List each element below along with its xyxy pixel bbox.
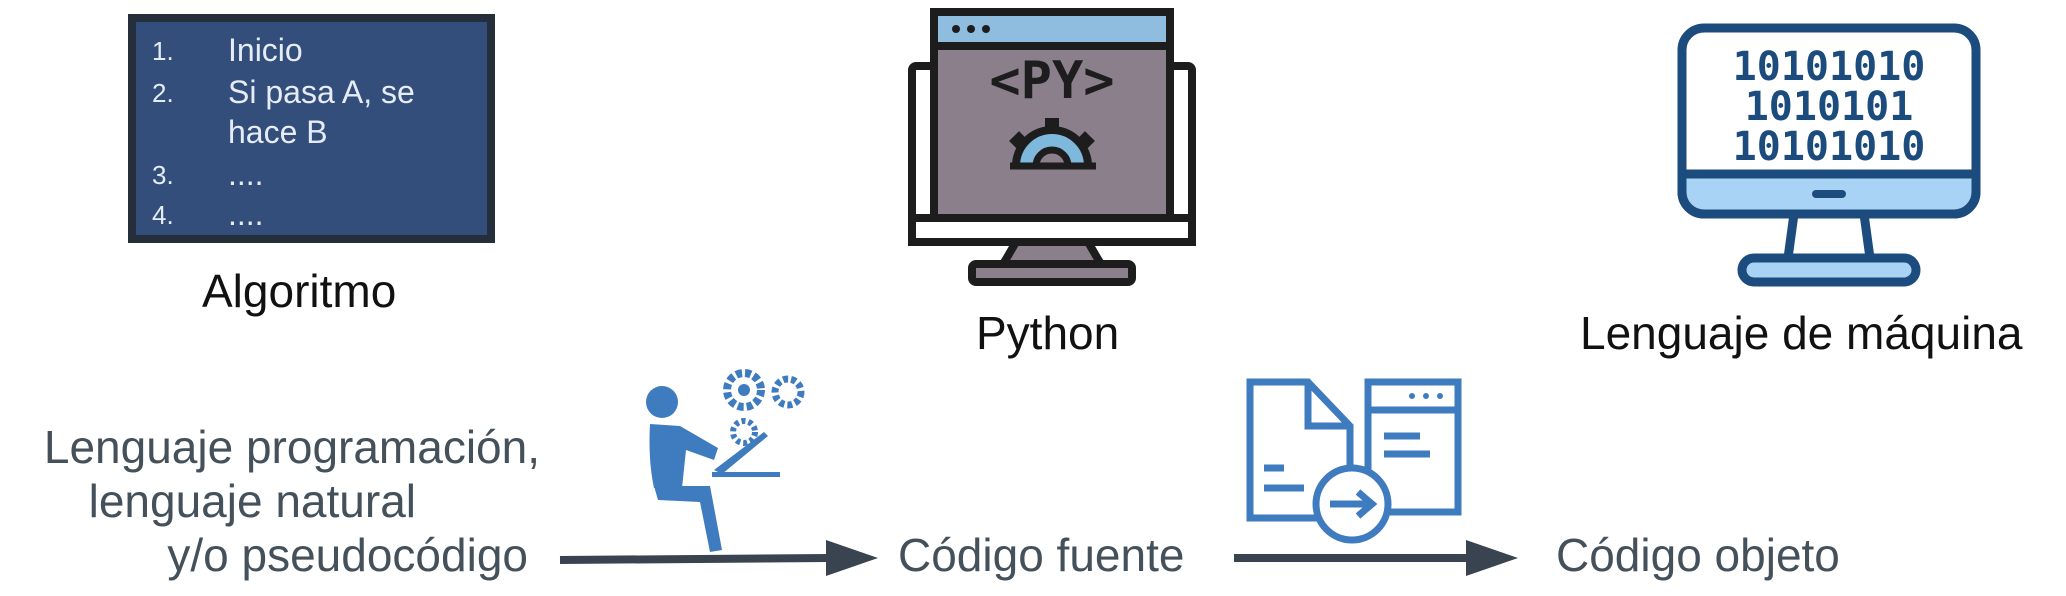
step-text: .... [228, 196, 264, 232]
python-caption: Python [976, 307, 1120, 359]
arrow-to-object-code [1234, 540, 1518, 576]
algorithm-card: 1. Inicio 2. Si pasa A, se hace B 3. ...… [128, 14, 495, 243]
machine-caption: Lenguaje de máquina [1580, 307, 2023, 359]
step-number: 4. [152, 200, 174, 230]
source-label-line-3: y/o pseudocódigo [167, 529, 528, 581]
step-number: 1. [152, 36, 174, 66]
python-monitor-icon: <PY> [908, 8, 1196, 286]
source-label-line-2: lenguaje natural [88, 475, 416, 527]
binary-row: 1010101 [1745, 84, 1914, 130]
step-text: hace B [228, 114, 328, 150]
step-text: Si pasa A, se [228, 74, 415, 110]
step-text: Inicio [228, 32, 303, 68]
source-label-line-1: Lenguaje programación, [43, 421, 540, 473]
step-number: 2. [152, 78, 174, 108]
binary-row: 10101010 [1733, 124, 1926, 170]
step-number: 3. [152, 160, 174, 190]
binary-monitor-icon: 10101010 1010101 10101010 [1677, 23, 1981, 287]
py-screen-label: <PY> [989, 51, 1114, 111]
binary-row: 10101010 [1733, 44, 1926, 90]
arrow-to-source-code [559, 540, 878, 576]
programmer-at-laptop-icon [646, 369, 805, 552]
source-code-label: Código fuente [898, 529, 1185, 581]
algorithm-caption: Algoritmo [202, 265, 397, 317]
code-conversion-icon [1246, 378, 1462, 544]
step-text: .... [228, 156, 264, 192]
object-code-label: Código objeto [1556, 529, 1840, 581]
